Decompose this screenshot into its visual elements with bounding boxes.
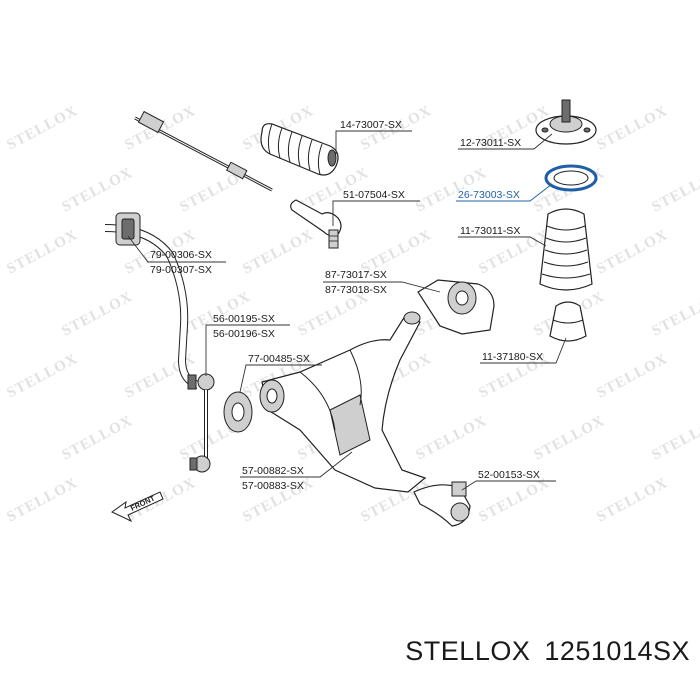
stabilizer-bar-drawing xyxy=(104,212,200,389)
watermark-stamp: STELLOX xyxy=(594,227,670,278)
watermark-stamp: STELLOX xyxy=(59,289,135,340)
part-number-label: 56-00195-SX xyxy=(213,313,275,325)
watermark-stamp: STELLOX xyxy=(476,475,552,526)
part-number-label: 57-00882-SX xyxy=(242,465,304,477)
part-callout-stab-bushing: 79-00306-SX 79-00307-SX xyxy=(127,235,226,276)
watermark-stamp: STELLOX xyxy=(4,103,80,154)
watermark-stamp: STELLOX xyxy=(4,227,80,278)
part-number-label: 79-00307-SX xyxy=(150,264,212,276)
part-callout-arm-front-bushing: 77-00485-SX xyxy=(239,353,322,393)
part-number-label: 51-07504-SX xyxy=(343,189,405,201)
top-mount-drawing xyxy=(535,99,597,145)
part-number-label: 52-00153-SX xyxy=(478,469,540,481)
dust-cover-drawing xyxy=(539,208,593,291)
watermark-stamp: STELLOX xyxy=(649,165,700,216)
watermark-stamp: STELLOX xyxy=(649,413,700,464)
part-number-label: 87-73017-SX xyxy=(325,269,387,281)
part-number-label: 77-00485-SX xyxy=(248,353,310,365)
watermark-stamp: STELLOX xyxy=(295,289,371,340)
watermark-stamp: STELLOX xyxy=(240,227,316,278)
brand-name: STELLOX xyxy=(405,636,531,666)
stab-link-drawing xyxy=(187,373,215,473)
part-callout-control-arm: 57-00882-SX 57-00883-SX xyxy=(240,451,353,492)
steering-rod-drawing xyxy=(134,110,273,192)
bearing-drawing xyxy=(544,164,598,192)
part-number-label: 79-00306-SX xyxy=(150,249,212,261)
watermark-stamp: STELLOX xyxy=(594,475,670,526)
bump-stop-drawing xyxy=(549,301,587,342)
part-callout-top-mount: 12-73011-SX xyxy=(458,133,553,150)
watermark-stamp: STELLOX xyxy=(649,289,700,340)
part-labels: 14-73007-SX 12-73011-SX 26-73003-SX 51-0… xyxy=(127,119,567,492)
watermark-stamp: STELLOX xyxy=(594,351,670,402)
boot-drawing xyxy=(260,123,339,176)
control-arm-drawing xyxy=(259,311,427,493)
part-number-label: 56-00196-SX xyxy=(213,328,275,340)
tie-rod-end-drawing xyxy=(290,199,342,249)
watermark-stamp: STELLOX xyxy=(531,413,607,464)
watermark-stamp: STELLOX xyxy=(59,165,135,216)
part-number-label: 87-73018-SX xyxy=(325,284,387,296)
part-callout-stab-link: 56-00195-SX 56-00196-SX xyxy=(205,313,290,376)
part-callout-ball-joint: 52-00153-SX xyxy=(461,469,556,491)
watermark-stamp: STELLOX xyxy=(413,413,489,464)
part-callout-boot: 14-73007-SX xyxy=(335,119,412,154)
part-number-label: 11-73011-SX xyxy=(460,225,520,237)
part-number: 1251014SX xyxy=(544,636,690,666)
watermark-stamp: STELLOX xyxy=(59,413,135,464)
watermark-stamp: STELLOX xyxy=(594,103,670,154)
part-number-label: 12-73011-SX xyxy=(460,137,521,149)
arm-rear-bushing-drawing xyxy=(417,279,495,335)
part-callout-dust-cover: 11-73011-SX xyxy=(458,225,547,247)
watermark-stamp: STELLOX xyxy=(4,475,80,526)
watermark-stamp: STELLOX xyxy=(4,351,80,402)
part-number-label-highlighted: 26-73003-SX xyxy=(458,189,520,201)
ball-joint-drawing xyxy=(413,481,471,527)
part-callout-bump-stop: 11-37180-SX xyxy=(480,337,567,364)
part-number-label: 57-00883-SX xyxy=(242,480,304,492)
part-callout-bearing: 26-73003-SX xyxy=(456,183,553,202)
part-callout-tie-rod-end: 51-07504-SX xyxy=(332,189,420,226)
part-number-label: 11-37180-SX xyxy=(482,351,543,363)
arm-front-bushing-drawing xyxy=(223,391,253,433)
part-number-label: 14-73007-SX xyxy=(340,119,402,131)
caption: STELLOX 1251014SX xyxy=(405,636,690,667)
part-callout-arm-rear-bushing: 87-73017-SX 87-73018-SX xyxy=(323,269,441,296)
